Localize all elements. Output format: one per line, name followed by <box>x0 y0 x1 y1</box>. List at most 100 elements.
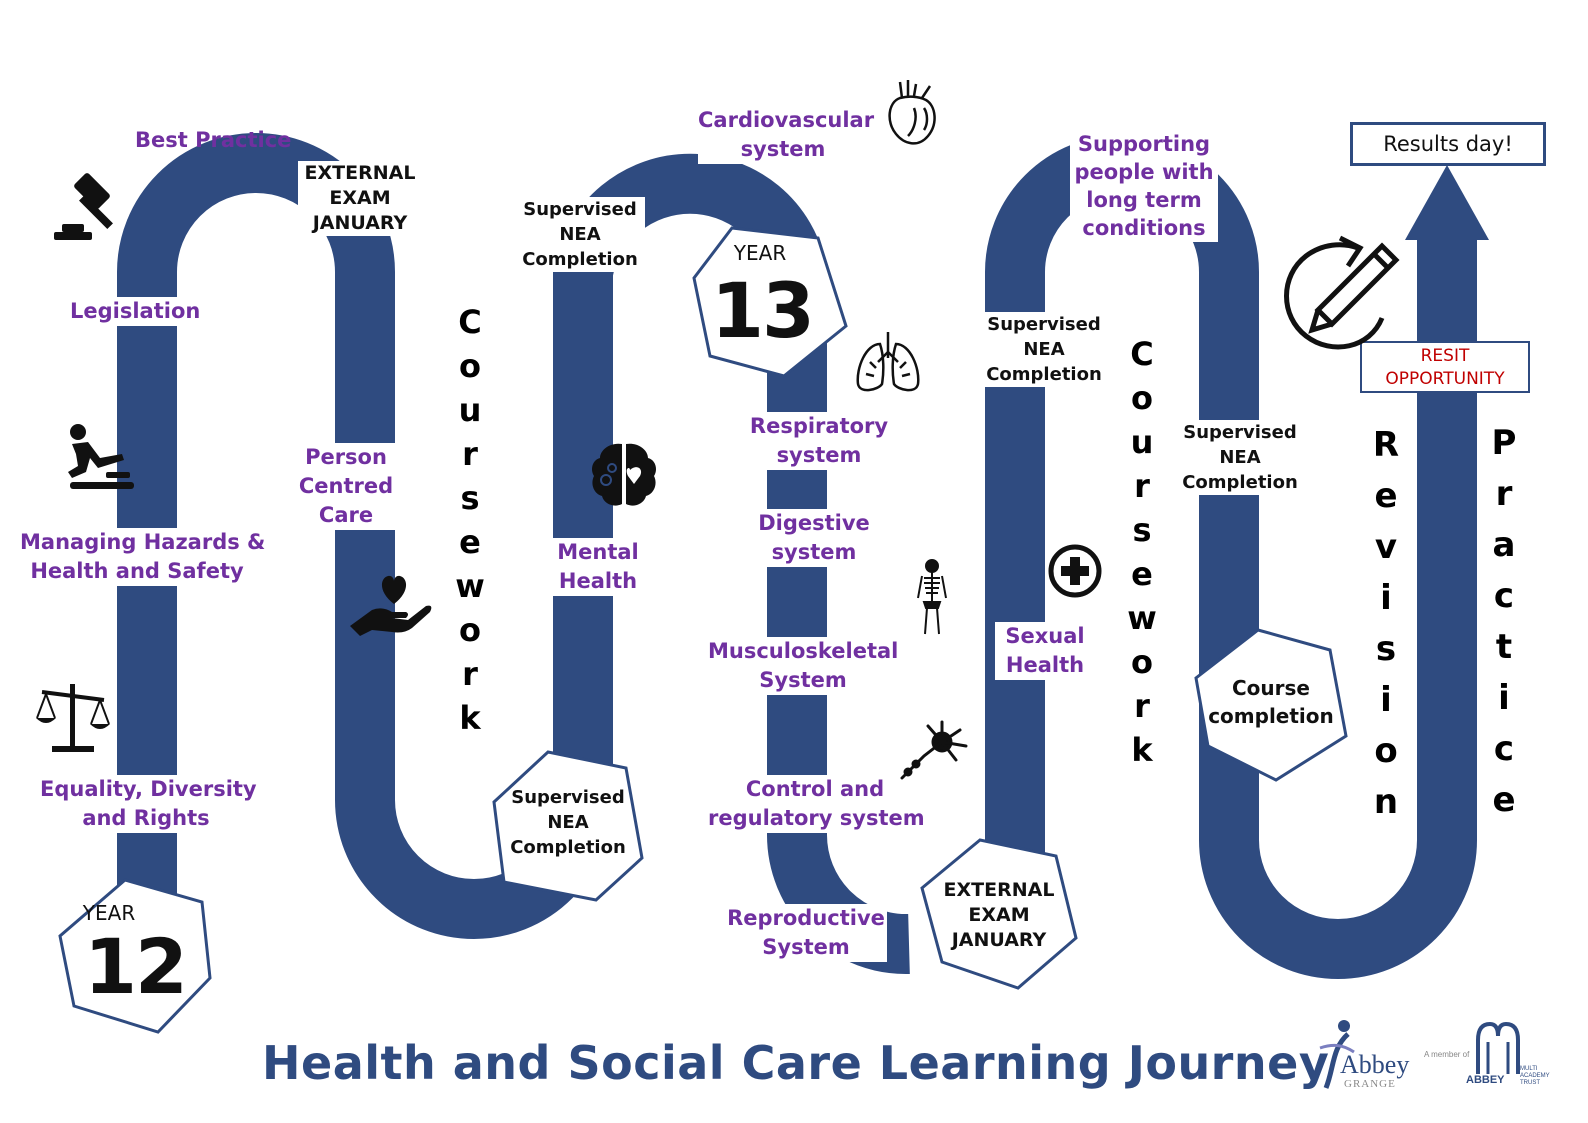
resit-box: RESIT OPPORTUNITY <box>1360 341 1530 393</box>
topic-line: regulatory system <box>708 806 925 830</box>
topic-line: Sexual <box>1005 624 1085 648</box>
topic-mental-health: Mental Health <box>548 538 648 596</box>
revision-label: R e v i s i o n <box>1372 425 1400 822</box>
external-exam-label-1: EXTERNAL EXAM JANUARY <box>298 161 422 236</box>
abbey-trust-logo: ABBEY MULTI ACADEMY TRUST <box>1462 1020 1562 1090</box>
topic-person-centred-care: Person Centred Care <box>296 443 396 530</box>
practice-label: P r a c t i c e <box>1491 423 1517 820</box>
topic-musculoskeletal: Musculoskeletal System <box>708 637 898 695</box>
topic-line: Control and <box>745 777 885 801</box>
topic-sexual-health: Sexual Health <box>995 622 1095 680</box>
topic-line: Care <box>318 503 374 527</box>
topic-line: conditions <box>1082 216 1206 240</box>
heart-hand-icon <box>350 575 432 636</box>
milestone-line: Supervised <box>511 787 625 808</box>
resit-line: OPPORTUNITY <box>1385 369 1505 389</box>
year-13-badge: YEAR 13 <box>692 226 848 378</box>
milestone-line: completion <box>1208 704 1334 728</box>
milestone-line: EXTERNAL <box>943 879 1055 901</box>
topic-line: system <box>740 137 826 161</box>
nea-badge-2-text: Supervised NEA Completion <box>492 785 644 860</box>
topic-line: Person <box>305 445 387 469</box>
year-13-number: 13 <box>711 266 815 355</box>
year-13-label: YEAR <box>733 241 787 265</box>
milestone-line: NEA <box>547 812 589 833</box>
topic-respiratory: Respiratory system <box>748 412 890 470</box>
topic-reproductive: Reproductive System <box>725 904 887 962</box>
slip-hazard-icon <box>68 424 134 489</box>
coursework-label-1: C o u r s e w o r k <box>455 303 485 737</box>
topic-line: Equality, Diversity <box>40 777 257 801</box>
topic-line: long term <box>1086 188 1202 212</box>
trust-sub-line: ACADEMY <box>1520 1073 1550 1079</box>
external-exam-badge-2: EXTERNAL EXAM JANUARY <box>920 838 1078 990</box>
topic-line: System <box>759 668 847 692</box>
course-completion-badge: Course completion <box>1194 628 1348 782</box>
nea-label-3: Supervised NEA Completion <box>980 312 1108 387</box>
topic-line: Cardiovascular <box>698 108 875 132</box>
trust-sub-line: MULTI <box>1520 1066 1538 1072</box>
gavel-icon <box>54 173 113 240</box>
topic-line: Centred <box>298 474 394 498</box>
abbey-grange-word: Abbey <box>1340 1050 1410 1079</box>
topic-line: System <box>762 935 850 959</box>
milestone-line: Course <box>1232 676 1310 700</box>
topic-line: Managing Hazards & <box>20 530 266 554</box>
abbey-trust-word: ABBEY <box>1466 1074 1505 1086</box>
abbey-grange-figure <box>1319 1020 1355 1089</box>
milestone-line: Completion <box>986 364 1102 385</box>
topic-line: system <box>776 443 862 467</box>
topic-line: Health and Safety <box>30 559 244 583</box>
topic-line: Reproductive <box>727 906 885 930</box>
lungs-icon <box>856 332 920 392</box>
nea-label-4: Supervised NEA Completion <box>1176 420 1304 495</box>
nea-badge-2: Supervised NEA Completion <box>492 750 644 902</box>
topic-line: and Rights <box>82 806 210 830</box>
topic-line: Health <box>1005 653 1085 677</box>
abbey-grange-logo: Abbey GRANGE <box>1318 1018 1414 1092</box>
milestone-line: NEA <box>1219 447 1261 468</box>
milestone-line: Supervised <box>523 199 637 220</box>
topic-equality: Equality, Diversity and Rights <box>40 775 257 833</box>
results-day-box: Results day! <box>1350 122 1546 166</box>
abbey-trust-sub: MULTI ACADEMY TRUST <box>1520 1066 1550 1087</box>
topic-cardiovascular: Cardiovascular system <box>698 106 875 164</box>
milestone-line: NEA <box>559 224 601 245</box>
pencil-refresh-icon <box>1284 235 1400 350</box>
milestone-line: EXAM <box>968 904 1030 926</box>
topic-legislation: Legislation <box>66 297 205 326</box>
year-12-label: YEAR <box>82 901 136 925</box>
milestone-line: Completion <box>1182 472 1298 493</box>
milestone-line: EXAM <box>329 187 391 209</box>
resit-line: RESIT <box>1420 346 1470 366</box>
milestone-line: Supervised <box>1183 422 1297 443</box>
neuron-icon <box>900 720 968 780</box>
page-title: Health and Social Care Learning Journey <box>262 1036 1330 1090</box>
year-12-badge: YEAR 12 <box>58 878 212 1034</box>
nea-label-1: Supervised NEA Completion <box>515 197 645 272</box>
year-12-number: 12 <box>84 922 188 1011</box>
brain-icon <box>592 443 656 506</box>
scales-icon <box>36 684 110 752</box>
topic-line: Supporting <box>1077 132 1211 156</box>
medical-cross-icon <box>1048 544 1102 598</box>
external-exam-badge-2-text: EXTERNAL EXAM JANUARY <box>920 878 1078 953</box>
abbey-grange-sub: GRANGE <box>1344 1078 1396 1090</box>
abbey-trust-arch <box>1476 1021 1520 1074</box>
milestone-line: NEA <box>1023 339 1065 360</box>
topic-line: system <box>771 540 857 564</box>
course-completion-text: Course completion <box>1194 674 1348 730</box>
topic-best-practice: Best Practice <box>135 128 292 152</box>
member-of-text: A member of <box>1424 1050 1470 1059</box>
coursework-label-2: C o u r s e w o r k <box>1127 335 1157 769</box>
milestone-line: EXTERNAL <box>304 162 416 184</box>
skeleton-icon <box>917 559 947 635</box>
heart-organ-icon <box>888 80 936 145</box>
milestone-line: JANUARY <box>951 929 1047 951</box>
milestone-line: Supervised <box>987 314 1101 335</box>
milestone-line: Completion <box>522 249 638 270</box>
topic-control-regulatory: Control and regulatory system <box>708 775 925 833</box>
milestone-line: Completion <box>510 837 626 858</box>
topic-digestive: Digestive system <box>752 509 876 567</box>
topic-supporting-long-term: Supporting people with long term conditi… <box>1070 130 1218 242</box>
